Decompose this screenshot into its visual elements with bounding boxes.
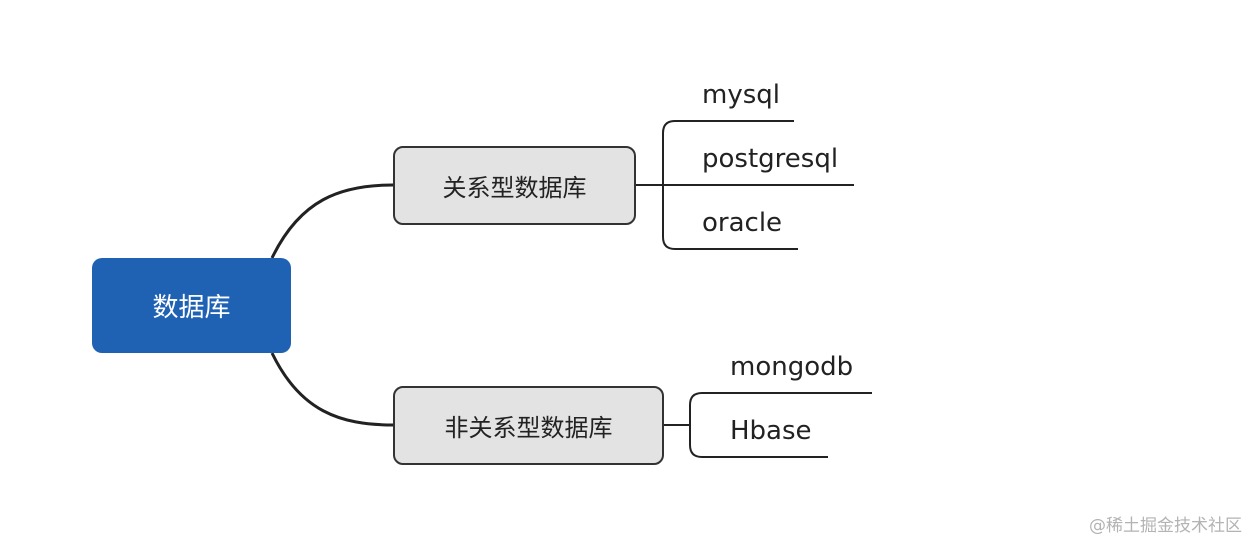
connector-nonrelational-bracket bbox=[689, 392, 716, 458]
leaf-mongodb[interactable]: mongodb bbox=[730, 352, 854, 382]
connector-root-nonrelational bbox=[270, 352, 394, 427]
leaf-oracle[interactable]: oracle bbox=[702, 208, 783, 238]
branch-node-nonrelational[interactable]: 非关系型数据库 bbox=[393, 386, 664, 465]
leaf-hbase[interactable]: Hbase bbox=[730, 416, 812, 446]
branch-label-nonrelational: 非关系型数据库 bbox=[444, 414, 613, 442]
connector-root-relational bbox=[270, 183, 394, 259]
branch-node-relational[interactable]: 关系型数据库 bbox=[393, 146, 636, 225]
leaf-mysql[interactable]: mysql bbox=[702, 80, 780, 110]
leaf-postgresql[interactable]: postgresql bbox=[702, 144, 839, 174]
branch-label-relational: 关系型数据库 bbox=[442, 174, 587, 202]
root-label: 数据库 bbox=[152, 293, 231, 323]
watermark: @稀土掘金技术社区 bbox=[1089, 516, 1242, 536]
root-node[interactable]: 数据库 bbox=[92, 258, 291, 353]
